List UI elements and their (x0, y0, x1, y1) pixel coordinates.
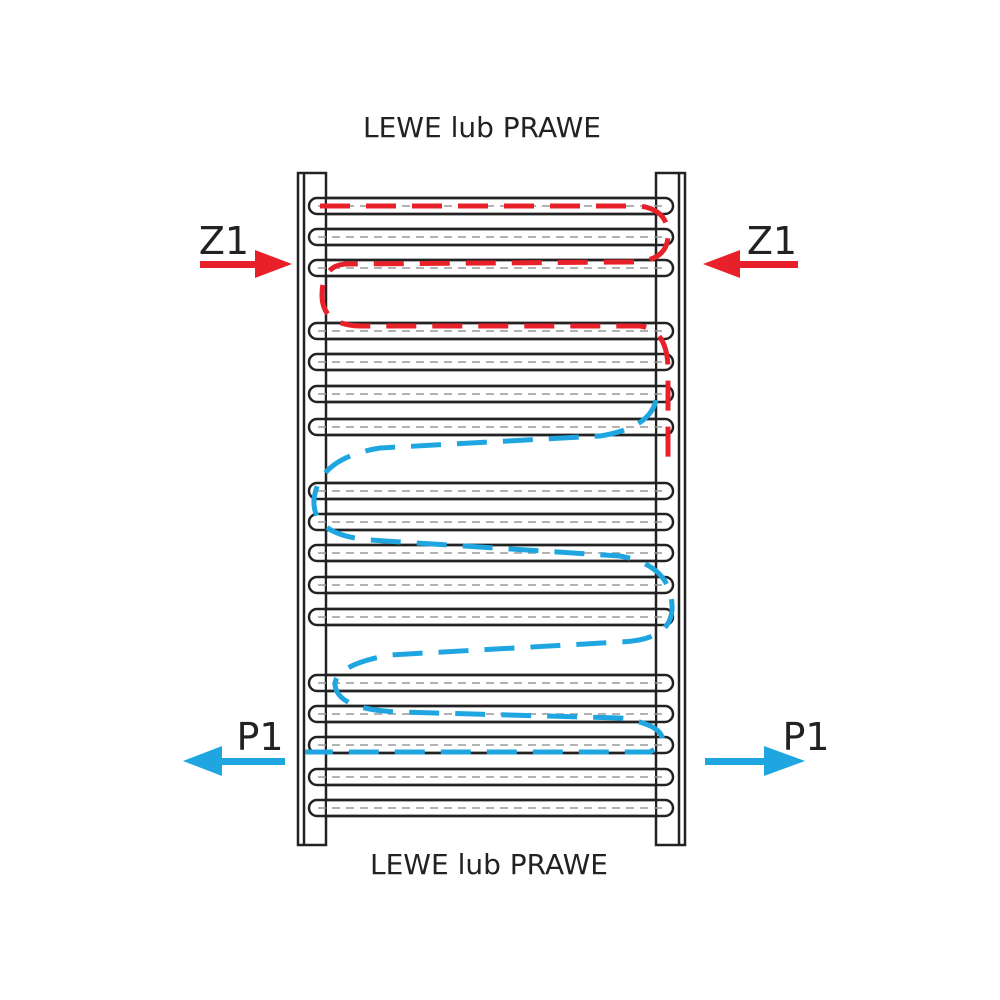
top-label: LEWE lub PRAWE (363, 111, 601, 144)
radiator-bar-outline (307, 417, 675, 437)
radiator-bar-outline (307, 767, 675, 787)
supply-arrow-right (703, 250, 798, 278)
radiator-bar-outline (307, 575, 675, 595)
radiator-bar-outline (307, 227, 675, 247)
radiator-bar-outline (307, 384, 675, 404)
radiator-bar-outline (307, 196, 675, 216)
bottom-label: LEWE lub PRAWE (370, 848, 608, 881)
return-flow-path (305, 399, 675, 755)
radiator-bar-outline (307, 321, 675, 341)
return-label-right: P1 (782, 715, 829, 759)
radiator-bar-outline (307, 352, 675, 372)
supply-label-right: Z1 (747, 219, 797, 263)
return-label-left: P1 (236, 715, 283, 759)
radiator-bar-outline (307, 258, 675, 278)
radiator-bar-outline (307, 512, 675, 532)
radiator-bar-outline (307, 481, 675, 501)
radiator-bar-outline (307, 543, 675, 563)
radiator-bar-outline (307, 704, 675, 724)
radiator-bar-outline (307, 673, 675, 693)
radiator-bars (307, 196, 675, 818)
supply-label-left: Z1 (199, 219, 249, 263)
return-arrow-right (705, 746, 805, 776)
supply-arrow-left (200, 250, 292, 278)
radiator-rails (296, 171, 687, 847)
radiator-bar-outline (307, 798, 675, 818)
return-arrow-left (183, 746, 285, 776)
